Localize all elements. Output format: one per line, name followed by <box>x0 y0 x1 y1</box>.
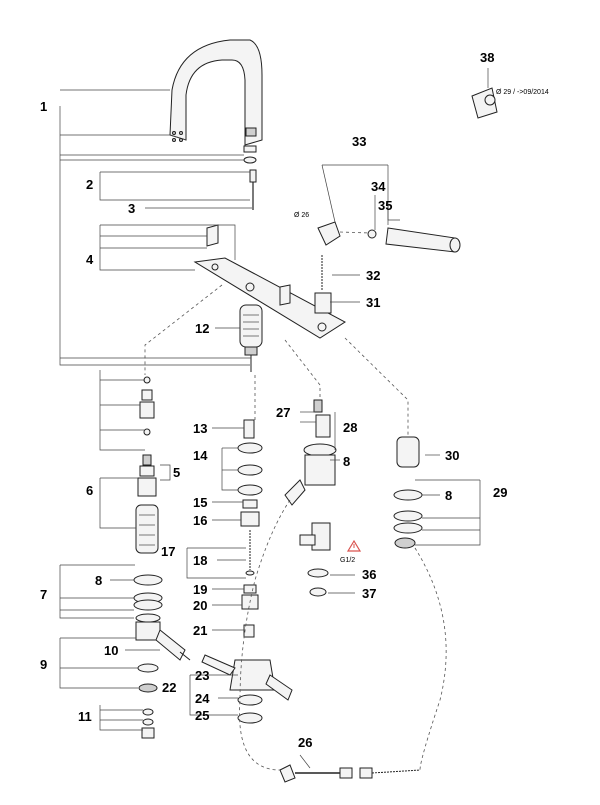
note-diameter-29: Ø 29 / ->09/2014 <box>496 89 549 96</box>
callout-21: 21 <box>193 623 207 638</box>
callout-28: 28 <box>343 420 357 435</box>
dashed-routes <box>144 284 447 771</box>
callout-18: 18 <box>193 553 207 568</box>
callout-23: 23 <box>195 668 209 683</box>
spout <box>169 39 263 164</box>
callout-6: 6 <box>86 483 93 498</box>
adapter-38 <box>471 87 498 119</box>
callout-8-right: 8 <box>445 488 452 503</box>
side-spray-assembly <box>314 221 461 314</box>
callout-27: 27 <box>276 405 290 420</box>
callout-31: 31 <box>366 295 380 310</box>
callout-13: 13 <box>193 421 207 436</box>
hose-26 <box>279 764 421 783</box>
callout-24: 24 <box>195 691 210 706</box>
callout-17: 17 <box>161 544 175 559</box>
callout-30: 30 <box>445 448 459 463</box>
callout-15: 15 <box>193 495 207 510</box>
callout-29: 29 <box>493 485 507 500</box>
callout-11: 11 <box>78 709 92 724</box>
callout-1: 1 <box>40 99 47 114</box>
right-valve-stack <box>284 399 423 597</box>
leader-lines <box>59 68 489 769</box>
callout-38: 38 <box>480 50 494 65</box>
callout-9: 9 <box>40 657 47 672</box>
callout-35: 35 <box>378 198 392 213</box>
dimension-notes: Ø 26 Ø 29 / ->09/2014 G1/2 <box>294 89 549 564</box>
callout-26: 26 <box>298 735 312 750</box>
left-rings <box>133 574 191 739</box>
note-thread: G1/2 <box>340 557 355 564</box>
callout-2: 2 <box>86 177 93 192</box>
callout-25: 25 <box>195 708 209 723</box>
callout-10: 10 <box>104 643 118 658</box>
callout-labels: 1 2 3 4 5 6 7 8 8 8 9 10 11 12 13 14 15 … <box>40 50 507 750</box>
callout-8-center: 8 <box>343 454 350 469</box>
warning-icon <box>346 539 362 552</box>
callout-22: 22 <box>162 680 176 695</box>
callout-20: 20 <box>193 598 207 613</box>
callout-12: 12 <box>195 321 209 336</box>
callout-32: 32 <box>366 268 380 283</box>
left-valve-stack <box>135 376 159 554</box>
callout-7: 7 <box>40 587 47 602</box>
callout-8-left: 8 <box>95 573 102 588</box>
deck-plate <box>193 224 346 339</box>
pin-and-screw <box>249 169 257 210</box>
callout-3: 3 <box>128 201 135 216</box>
center-valve-stack <box>201 419 293 724</box>
cartridge-12 <box>239 304 263 372</box>
callout-19: 19 <box>193 582 207 597</box>
callout-33: 33 <box>352 134 366 149</box>
callout-14: 14 <box>193 448 208 463</box>
callout-36: 36 <box>362 567 376 582</box>
callout-16: 16 <box>193 513 207 528</box>
callout-37: 37 <box>362 586 376 601</box>
callout-5: 5 <box>173 465 180 480</box>
note-diameter-26: Ø 26 <box>294 212 309 219</box>
callout-4: 4 <box>86 252 94 267</box>
callout-34: 34 <box>371 179 386 194</box>
